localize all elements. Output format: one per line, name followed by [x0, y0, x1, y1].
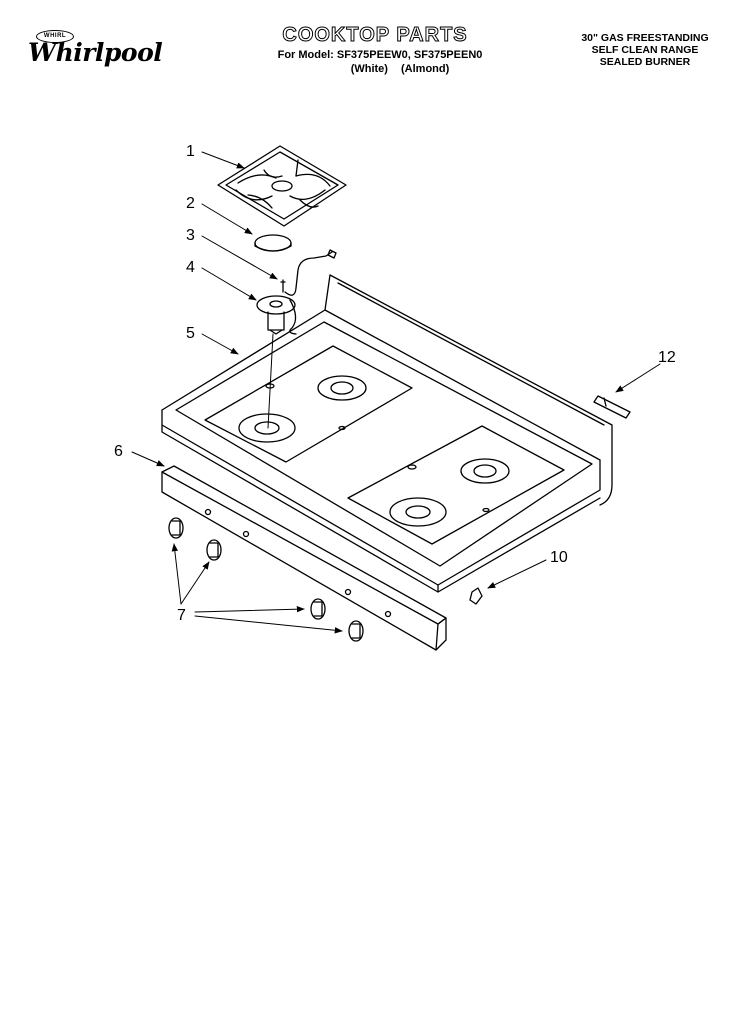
- knob: [206, 539, 222, 561]
- cooktop: [161, 274, 613, 593]
- burner-base: [256, 295, 297, 335]
- knob: [168, 517, 184, 539]
- callout-4: 4: [186, 259, 195, 276]
- page-title: COOKTOP PARTS: [282, 24, 468, 47]
- product-description: 30" GAS FREESTANDING SELF CLEAN RANGE SE…: [560, 32, 730, 68]
- leader-lines: [131, 151, 661, 634]
- description-line-1: 30" GAS FREESTANDING: [581, 32, 709, 44]
- description-line-2: SELF CLEAN RANGE: [591, 44, 699, 56]
- spark-igniter: [280, 249, 337, 296]
- mounting-clip: [469, 587, 483, 605]
- callout-2: 2: [186, 195, 195, 212]
- callout-3: 3: [186, 227, 195, 244]
- callout-5: 5: [186, 325, 195, 342]
- callout-7: 7: [177, 607, 186, 624]
- whirlpool-logo: WHIRL Whirlpool: [28, 30, 163, 74]
- control-panel: [161, 465, 447, 651]
- electrode: [593, 395, 631, 419]
- knob: [310, 598, 326, 620]
- callout-6: 6: [114, 443, 123, 460]
- callout-1: 1: [186, 143, 195, 160]
- callout-12: 12: [658, 349, 676, 366]
- burner-grate: [217, 145, 347, 227]
- model-info: For Model: SF375PEEW0, SF375PEEN0 (White…: [240, 48, 520, 76]
- model-numbers: For Model: SF375PEEW0, SF375PEEN0: [277, 49, 483, 61]
- burner-cap: [254, 234, 292, 252]
- control-knobs: [168, 517, 364, 642]
- logo-wordmark: Whirlpool: [28, 38, 163, 67]
- model-colors: (White) (Almond): [350, 63, 450, 75]
- knob: [348, 620, 364, 642]
- description-line-3: SEALED BURNER: [599, 56, 691, 68]
- callout-numbers: 1 2 3 4 5 6 7 10 12: [114, 143, 676, 624]
- callout-10: 10: [550, 549, 568, 566]
- logo-badge: WHIRL: [36, 30, 74, 43]
